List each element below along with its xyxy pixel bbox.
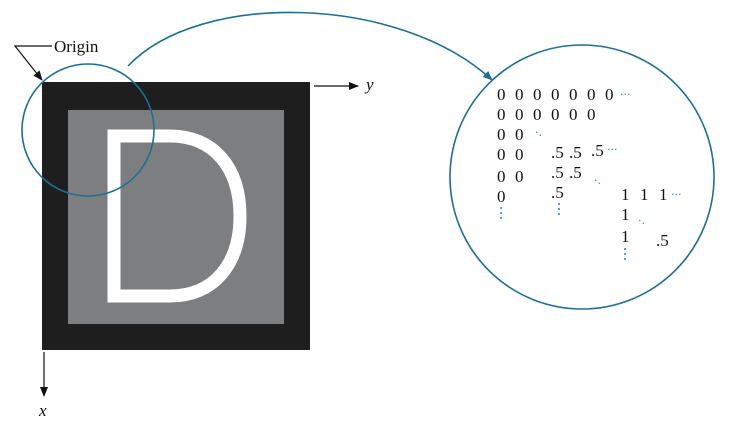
matrix-value: 0 [497,167,506,186]
y-axis-label: y [364,75,374,94]
matrix-value: 0 [497,125,506,144]
matrix-value: .5 [551,163,564,182]
matrix-value: 0 [569,85,578,104]
matrix-value: 0 [551,105,560,124]
matrix-value: 0 [497,85,506,104]
matrix-value: 0 [515,125,524,144]
matrix-value: .5 [656,231,669,250]
matrix-value: 0 [497,187,506,206]
origin-label: Origin [54,37,99,56]
matrix-value: 1 [621,185,630,204]
letter-d-shape [107,129,247,303]
matrix-value: 0 [533,85,542,104]
matrix-value: .5 [551,183,564,202]
matrix-value: 1 [621,227,630,246]
matrix-value: 1 [659,185,668,204]
matrix-value: 0 [533,105,542,124]
matrix-value: 0 [515,167,524,186]
ellipsis-dots-horizontal: ··· [607,143,618,156]
matrix-value: 0 [515,105,524,124]
matrix-value: 0 [515,85,524,104]
ellipsis-dots-diagonal: ·. [535,126,542,139]
matrix-value: .5 [569,163,582,182]
matrix-value: 0 [569,105,578,124]
origin-leader-line [13,45,52,81]
matrix-value: 0 [605,85,614,104]
zoom-target-circle [449,44,715,310]
ellipsis-dots-vertical [500,203,560,219]
matrix-value: 0 [587,105,596,124]
ellipsis-dots-diagonal: ·. [638,214,645,227]
matrix-value: .5 [591,141,604,160]
ellipsis-dots-horizontal: ··· [620,88,631,101]
ellipsis-dots-vertical [624,248,626,260]
zoom-connector-arrow [127,11,493,81]
zoom-source-circle [21,63,155,197]
matrix-value: .5 [569,143,582,162]
image-inner-square [68,110,284,324]
ellipsis-dots-diagonal: ·. [594,174,601,187]
matrix-value: .5 [551,143,564,162]
matrix-value: 0 [497,105,506,124]
pixel-matrix: 0 0 0 0 0 0 0 ··· 0 0 0 0 0 0 0 0 ·. 0 0… [497,85,682,260]
matrix-value: 1 [640,185,649,204]
matrix-value: 0 [587,85,596,104]
matrix-value: 0 [497,145,506,164]
x-axis-label: x [38,401,47,420]
matrix-value: 0 [551,85,560,104]
matrix-value: 0 [515,145,524,164]
matrix-value: 1 [621,205,630,224]
ellipsis-dots-horizontal: ··· [671,188,682,201]
